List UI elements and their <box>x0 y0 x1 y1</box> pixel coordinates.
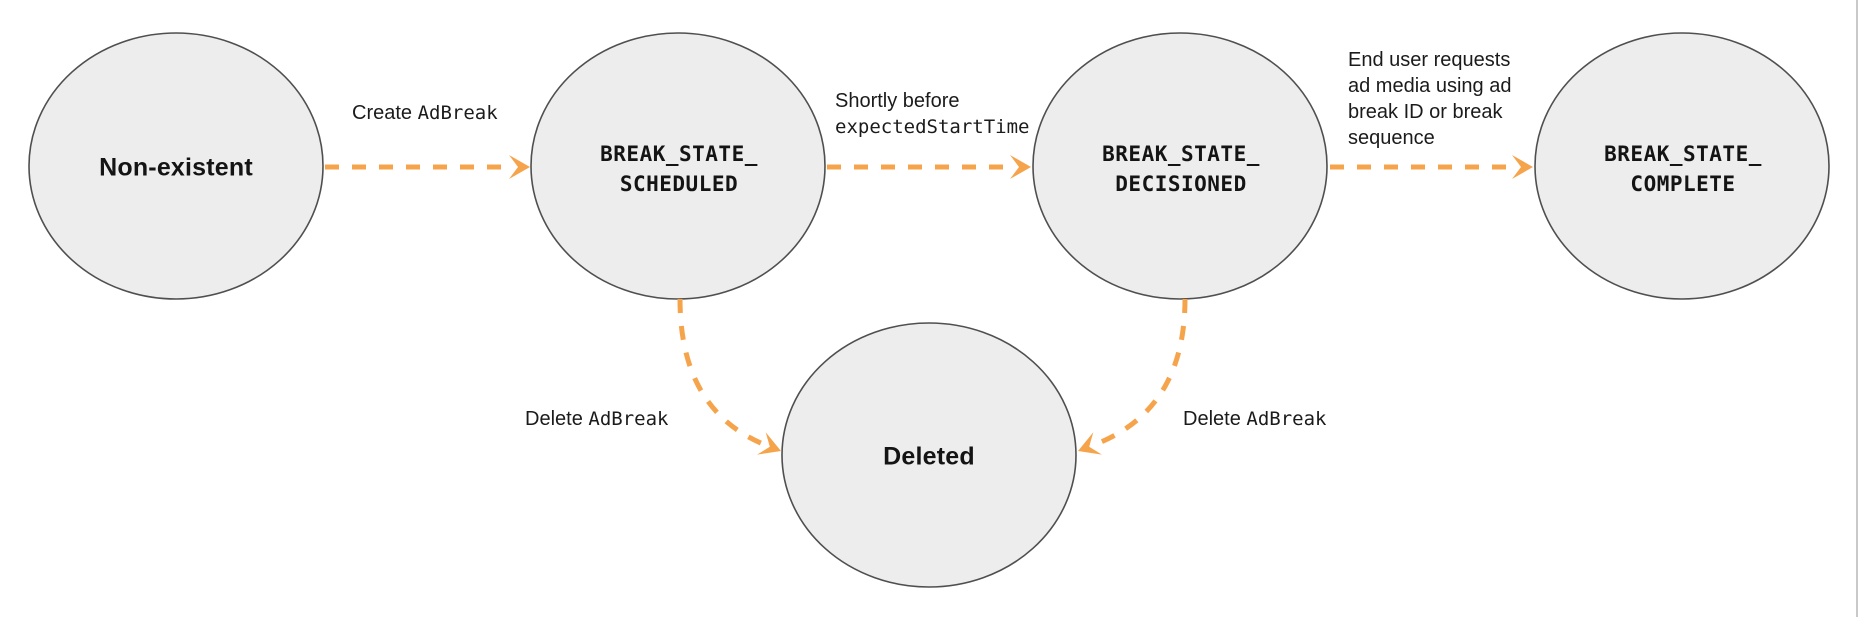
arrowhead-icon <box>1078 432 1102 455</box>
node-label-line: COMPLETE <box>1630 172 1736 196</box>
node-label-line: SCHEDULED <box>619 172 739 196</box>
edge-label-plain-text: Create <box>352 102 418 124</box>
edge-label-code-text: AdBreak <box>588 408 669 430</box>
node-label-break-state-complete: BREAK_STATE_ COMPLETE <box>1604 139 1762 199</box>
node-label-non-existent: Non-existent <box>99 153 253 182</box>
node-ellipse-break-state-decisioned <box>1032 32 1328 300</box>
edge-label-code-text: AdBreak <box>417 102 498 124</box>
edge-label-shortly-before: Shortly before expectedStartTime <box>835 88 1029 140</box>
node-label-break-state-scheduled: BREAK_STATE_ SCHEDULED <box>600 139 758 199</box>
node-label-line: DECISIONED <box>1115 172 1247 196</box>
node-label-line: BREAK_STATE_ <box>1102 142 1260 166</box>
node-ellipse-deleted <box>781 322 1077 588</box>
arrowhead-icon <box>1512 155 1533 179</box>
edge-label-delete-adbreak-left: Delete AdBreak <box>525 406 668 432</box>
edge-label-plain-text: Shortly before <box>835 90 960 112</box>
edge-label-plain-text: Delete <box>525 408 589 430</box>
edge-label-code-text: expectedStartTime <box>835 116 1030 138</box>
node-label-line: BREAK_STATE_ <box>600 142 758 166</box>
node-label-break-state-decisioned: BREAK_STATE_ DECISIONED <box>1102 139 1260 199</box>
edge-label-create-adbreak: Create AdBreak <box>352 100 498 126</box>
node-label-deleted: Deleted <box>883 442 975 471</box>
edge-label-end-user-requests: End user requests ad media using ad brea… <box>1348 49 1512 149</box>
edge-delete-right-line <box>1090 298 1188 449</box>
node-label-line: BREAK_STATE_ <box>1604 142 1762 166</box>
arrowhead-icon <box>757 432 781 455</box>
edge-delete-left-line <box>677 298 769 449</box>
node-ellipse-break-state-complete <box>1534 32 1830 300</box>
window-right-edge <box>1856 0 1858 617</box>
edge-label-plain-text: Delete <box>1183 408 1247 430</box>
edge-label-code-text: AdBreak <box>1246 408 1327 430</box>
node-ellipse-non-existent <box>28 32 324 300</box>
arrowhead-icon <box>509 155 530 179</box>
edge-label-delete-adbreak-right: Delete AdBreak <box>1183 406 1326 432</box>
arrowhead-icon <box>1010 155 1031 179</box>
